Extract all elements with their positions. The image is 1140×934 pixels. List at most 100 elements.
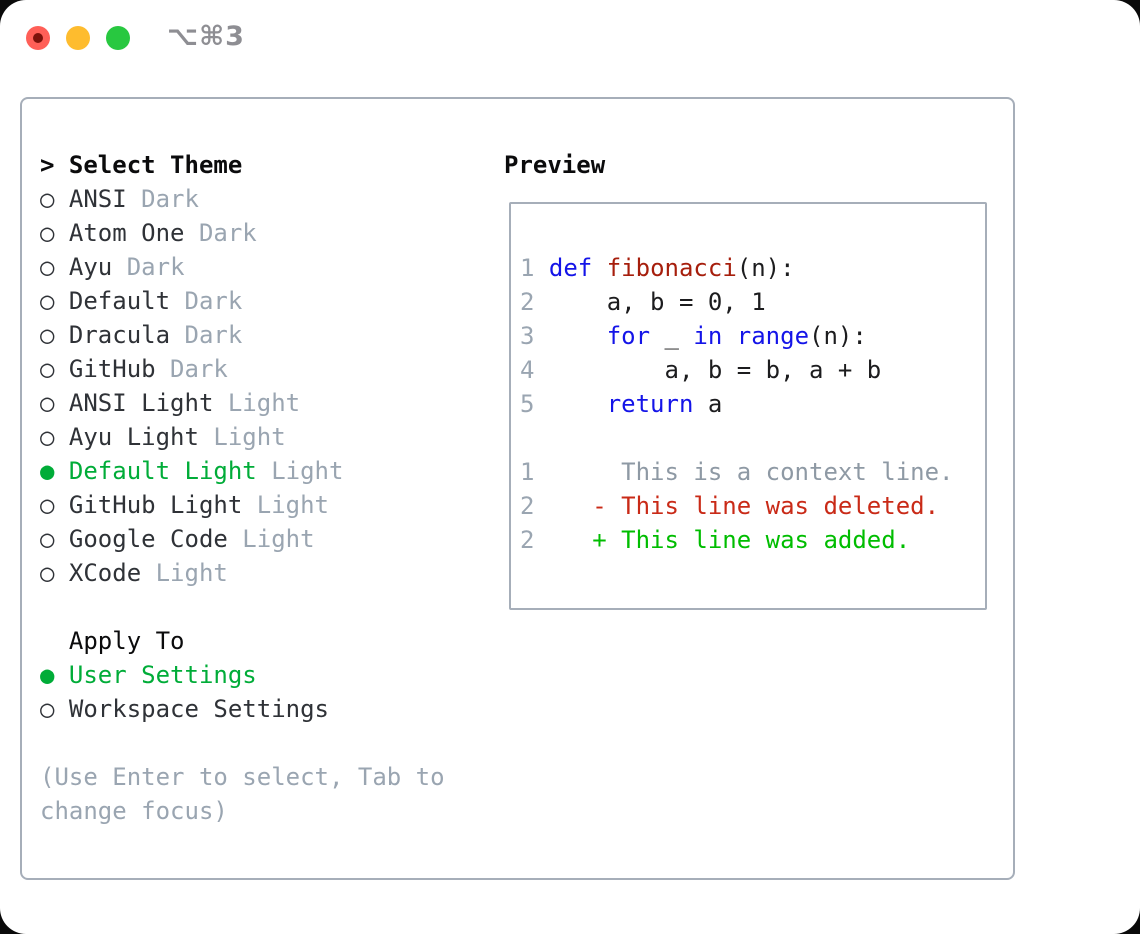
theme-option[interactable]: ○ Dracula Dark: [40, 318, 445, 352]
line-number: 4: [520, 356, 549, 384]
apply-to-option-label: Workspace Settings: [68, 695, 329, 723]
radio-on-icon: ●: [40, 661, 69, 689]
theme-option[interactable]: ○ XCode Light: [40, 556, 445, 590]
theme-variant: Light: [242, 491, 329, 519]
theme-option[interactable]: ○ ANSI Dark: [40, 182, 445, 216]
radio-off-icon: ○: [40, 525, 69, 553]
select-theme-header: > Select Theme: [40, 148, 445, 182]
theme-name: ANSI Light: [68, 389, 214, 417]
theme-variant: Dark: [112, 253, 185, 281]
close-button[interactable]: [26, 26, 50, 50]
code-line: 4 a, b = b, a + b: [520, 353, 985, 387]
theme-options-list: ○ ANSI Dark○ Atom One Dark○ Ayu Dark○ De…: [40, 182, 445, 590]
code-token: a: [693, 390, 723, 418]
theme-name: Atom One: [68, 219, 185, 247]
theme-name: Default Light: [68, 457, 257, 485]
theme-name: Dracula: [68, 321, 171, 349]
preview-title: Preview: [504, 151, 606, 179]
theme-name: Default: [68, 287, 171, 315]
code-token: (n):: [809, 322, 867, 350]
line-number: 1: [520, 458, 549, 486]
theme-name: GitHub Light: [68, 491, 243, 519]
diff-line-deleted: 2 - This line was deleted.: [520, 489, 985, 523]
theme-option[interactable]: ○ Google Code Light: [40, 522, 445, 556]
diff-line-context: 1 This is a context line.: [520, 455, 985, 489]
line-number: 5: [520, 390, 549, 418]
theme-variant: Light: [141, 559, 228, 587]
theme-name: GitHub: [68, 355, 156, 383]
theme-variant: Dark: [126, 185, 199, 213]
code-token: (n):: [736, 254, 795, 282]
code-token: range: [736, 322, 810, 350]
code-token: a, b = b, a + b: [548, 356, 882, 384]
minimize-button[interactable]: [66, 26, 90, 50]
theme-option[interactable]: ○ ANSI Light Light: [40, 386, 445, 420]
apply-to-option[interactable]: ● User Settings: [40, 658, 445, 692]
radio-off-icon: ○: [40, 253, 69, 281]
code-line: 5 return a: [520, 387, 985, 421]
apply-to-header: Apply To: [68, 627, 185, 655]
code-token: return: [606, 390, 694, 418]
code-token: [592, 254, 606, 282]
theme-name: XCode: [68, 559, 142, 587]
theme-variant: Light: [256, 457, 344, 485]
theme-option[interactable]: ● Default Light Light: [40, 454, 445, 488]
theme-selector-left-column: > Select Theme ○ ANSI Dark○ Atom One Dar…: [40, 148, 445, 828]
code-token: _: [650, 322, 694, 350]
window-title: ⌥⌘3: [167, 21, 245, 52]
theme-variant: Dark: [170, 287, 243, 315]
theme-selector-panel: > Select Theme ○ ANSI Dark○ Atom One Dar…: [20, 97, 1015, 880]
apply-to-option[interactable]: ○ Workspace Settings: [40, 692, 445, 726]
apply-to-options-list: ● User Settings○ Workspace Settings: [40, 658, 445, 726]
hint-line-2: change focus): [40, 797, 228, 825]
radio-off-icon: ○: [40, 389, 69, 417]
radio-off-icon: ○: [40, 491, 69, 519]
code-token: in: [693, 322, 723, 350]
radio-off-icon: ○: [40, 321, 69, 349]
radio-off-icon: ○: [40, 185, 69, 213]
code-token: [722, 322, 736, 350]
code-token: for: [606, 322, 651, 350]
titlebar: ⌥⌘3: [0, 0, 1140, 76]
code-line: 3 for _ in range(n):: [520, 319, 985, 353]
theme-name: Ayu Light: [68, 423, 199, 451]
radio-off-icon: ○: [40, 423, 69, 451]
theme-variant: Light: [227, 525, 315, 553]
line-number: 2: [520, 526, 549, 554]
theme-option[interactable]: ○ GitHub Dark: [40, 352, 445, 386]
theme-option[interactable]: ○ Atom One Dark: [40, 216, 445, 250]
code-token: [549, 390, 607, 418]
maximize-button[interactable]: [106, 26, 130, 50]
code-token: fibonacci: [606, 254, 737, 282]
line-number: 1: [520, 254, 549, 282]
theme-name: Ayu: [68, 253, 113, 281]
spacer: [40, 726, 445, 760]
line-number: 3: [520, 322, 549, 350]
theme-variant: Dark: [170, 321, 243, 349]
code-line: 1 def fibonacci(n):: [520, 251, 985, 285]
spacer: [40, 590, 445, 624]
theme-variant: Dark: [155, 355, 228, 383]
code-line: 2 a, b = 0, 1: [520, 285, 985, 319]
theme-option[interactable]: ○ Default Dark: [40, 284, 445, 318]
theme-variant: Light: [213, 389, 301, 417]
diff-text: This is a context line.: [548, 458, 954, 486]
diff-text: + This line was added.: [548, 526, 911, 554]
select-theme-title: Select Theme: [68, 151, 243, 179]
radio-off-icon: ○: [40, 695, 69, 723]
theme-option[interactable]: ○ Ayu Light Light: [40, 420, 445, 454]
line-number: 2: [520, 492, 549, 520]
hint-line-1: (Use Enter to select, Tab to: [40, 763, 445, 791]
theme-option[interactable]: ○ Ayu Dark: [40, 250, 445, 284]
code-token: def: [548, 254, 593, 282]
theme-option[interactable]: ○ GitHub Light Light: [40, 488, 445, 522]
radio-off-icon: ○: [40, 219, 69, 247]
code-token: a, b = 0, 1: [548, 288, 766, 316]
theme-name: Google Code: [68, 525, 228, 553]
apply-to-option-label: User Settings: [68, 661, 257, 689]
radio-off-icon: ○: [40, 355, 69, 383]
radio-off-icon: ○: [40, 287, 69, 315]
radio-on-icon: ●: [40, 457, 69, 485]
